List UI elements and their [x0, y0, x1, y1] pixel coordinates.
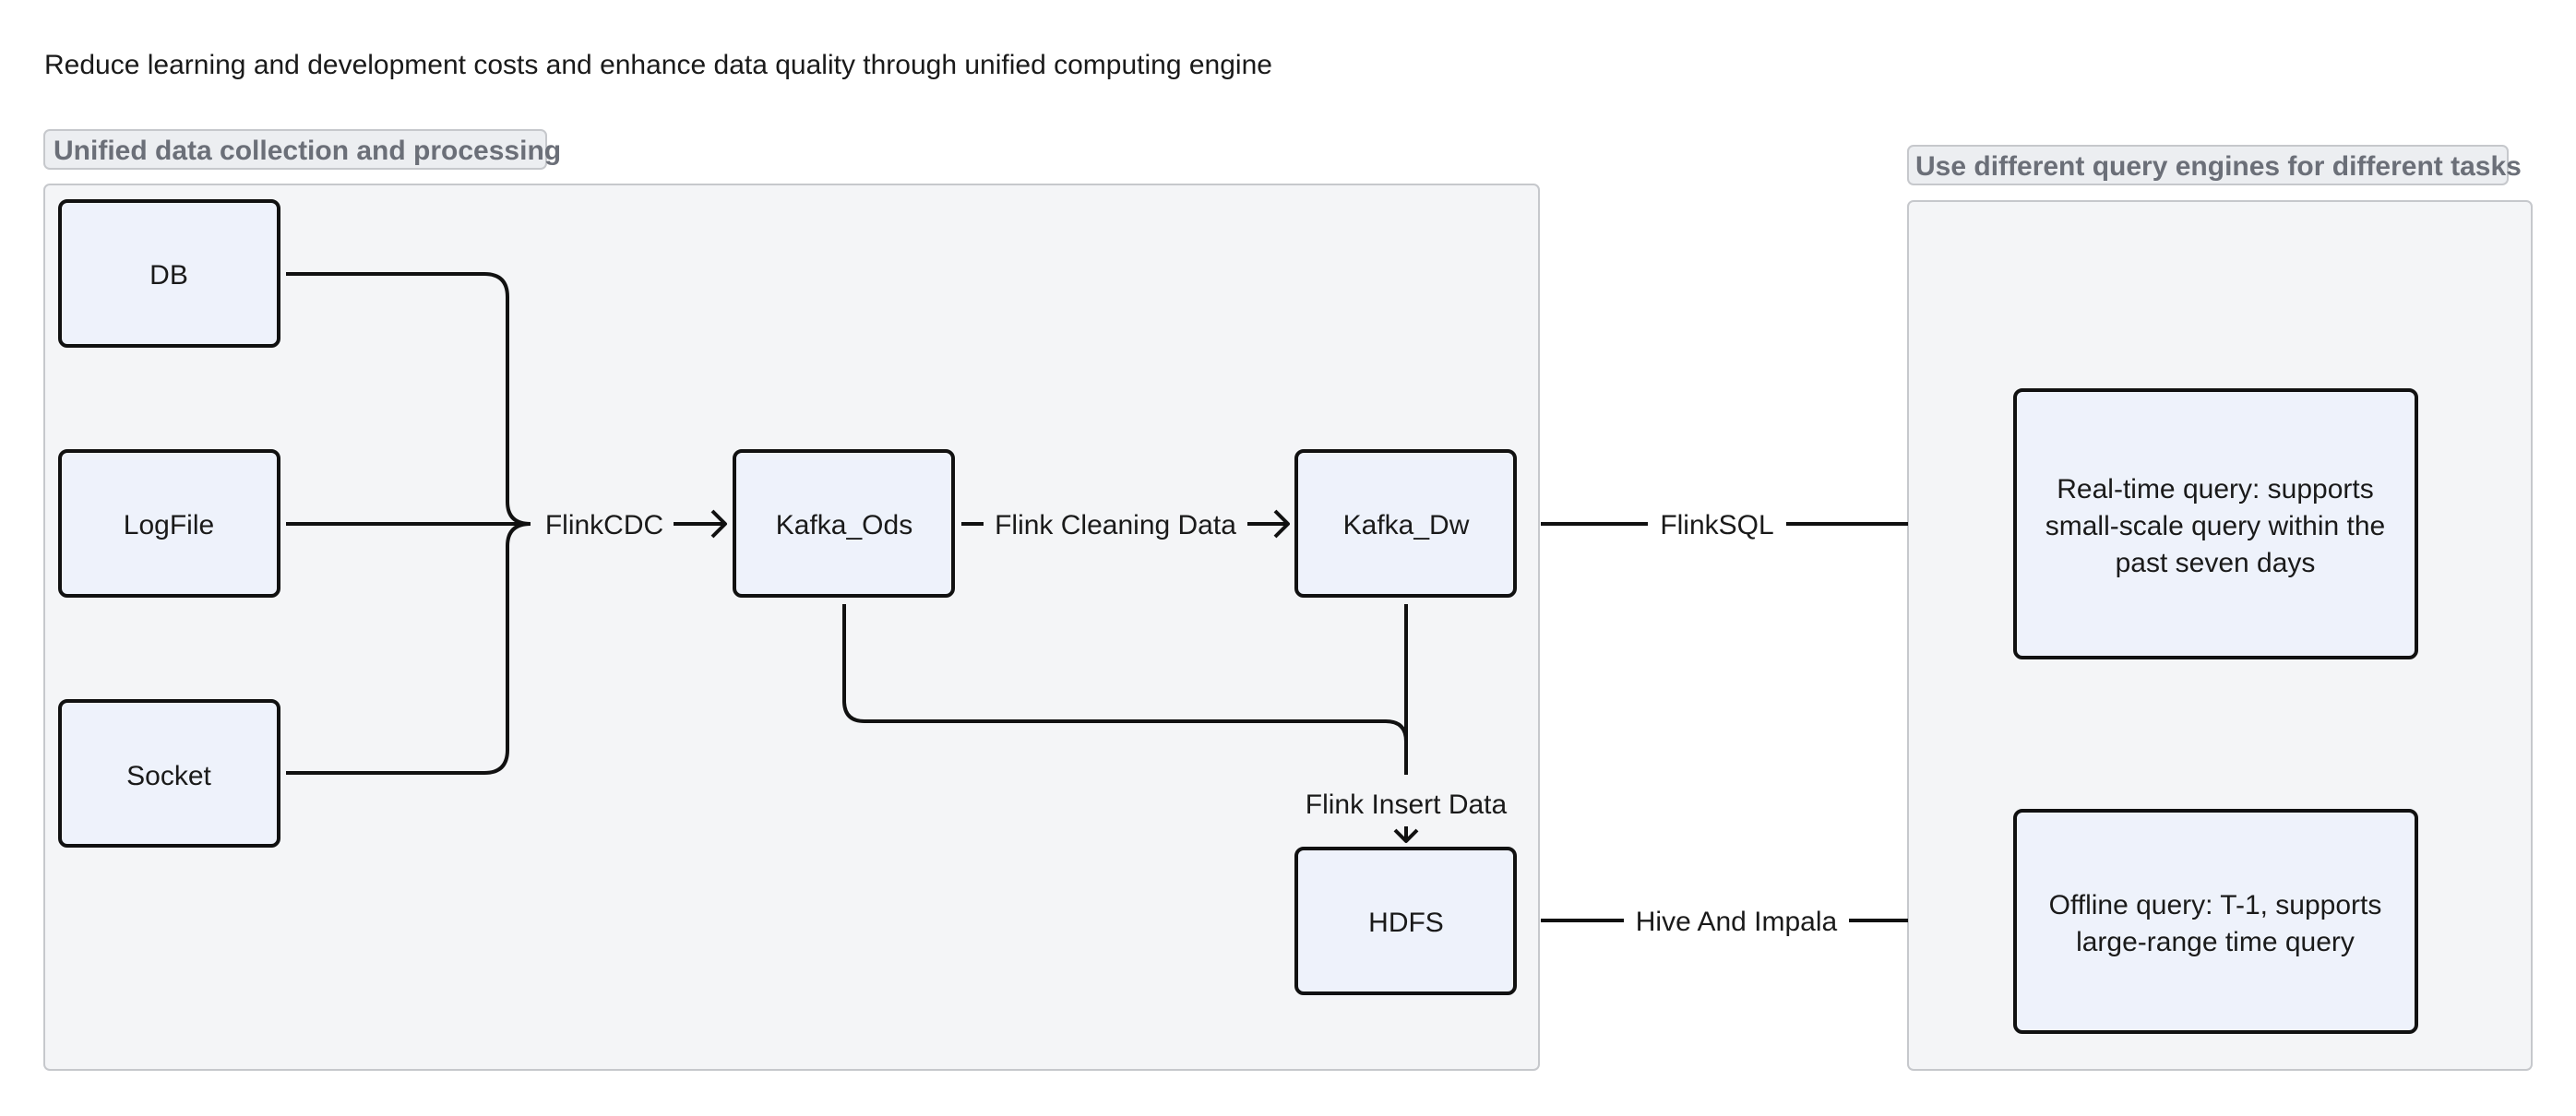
node-offline-query-line-1: Offline query: T-1, supports	[2049, 890, 2382, 920]
edge-db-merge	[286, 272, 531, 526]
node-kafka-dw: Kafka_Dw	[1294, 449, 1517, 598]
node-realtime-query: Real-time query: supports small-scale qu…	[2013, 388, 2418, 659]
edge-label-flinkcdc: FlinkCDC	[545, 510, 663, 540]
node-db-box	[58, 199, 280, 348]
node-kafka-dw-box	[1294, 449, 1517, 598]
group-data-collection-title-badge	[43, 129, 547, 170]
node-logfile-box	[58, 449, 280, 598]
arrowhead-hdfs	[1393, 828, 1419, 843]
group-data-collection-title: Unified data collection and processing	[54, 136, 561, 166]
edge-socket-merge	[286, 522, 531, 775]
node-kafka-dw-label: Kafka_Dw	[1343, 510, 1470, 540]
arrowhead-kafka-ods	[710, 509, 727, 539]
node-socket-box	[58, 699, 280, 848]
node-socket-label: Socket	[126, 761, 211, 791]
node-logfile-label: LogFile	[124, 510, 214, 540]
arrowhead-kafka-dw	[1273, 509, 1290, 539]
node-offline-query: Offline query: T-1, supports large-range…	[2013, 809, 2418, 1034]
node-socket: Socket	[58, 699, 280, 848]
node-realtime-query-line-2: small-scale query within the	[2045, 511, 2385, 541]
group-data-collection: Unified data collection and processing	[43, 129, 1540, 1071]
node-hdfs-box	[1294, 847, 1517, 995]
node-realtime-query-line-3: past seven days	[2116, 548, 2316, 578]
node-kafka-ods-box	[733, 449, 955, 598]
diagram-caption: Reduce learning and development costs an…	[44, 50, 1272, 80]
node-kafka-ods: Kafka_Ods	[733, 449, 955, 598]
group-query-engines-title-badge	[1907, 145, 2509, 185]
node-realtime-query-line-1: Real-time query: supports	[2057, 474, 2373, 505]
edge-label-hive-and-impala: Hive And Impala	[1636, 907, 1838, 937]
group-query-engines-title: Use different query engines for differen…	[1915, 151, 2522, 182]
edge-label-flinksql: FlinkSQL	[1660, 510, 1773, 540]
node-offline-query-line-2: large-range time query	[2076, 927, 2355, 957]
node-logfile: LogFile	[58, 449, 280, 598]
node-offline-query-box	[2013, 809, 2418, 1034]
node-hdfs-label: HDFS	[1368, 908, 1444, 938]
node-kafka-ods-label: Kafka_Ods	[776, 510, 912, 540]
node-realtime-query-box	[2013, 388, 2418, 659]
edges	[286, 272, 1908, 922]
group-data-collection-panel	[43, 184, 1540, 1071]
edge-label-flink-insert-data: Flink Insert Data	[1306, 790, 1508, 820]
node-db: DB	[58, 199, 280, 348]
node-db-label: DB	[149, 260, 188, 291]
node-hdfs: HDFS	[1294, 847, 1517, 995]
edge-label-flink-cleaning-data: Flink Cleaning Data	[995, 510, 1236, 540]
